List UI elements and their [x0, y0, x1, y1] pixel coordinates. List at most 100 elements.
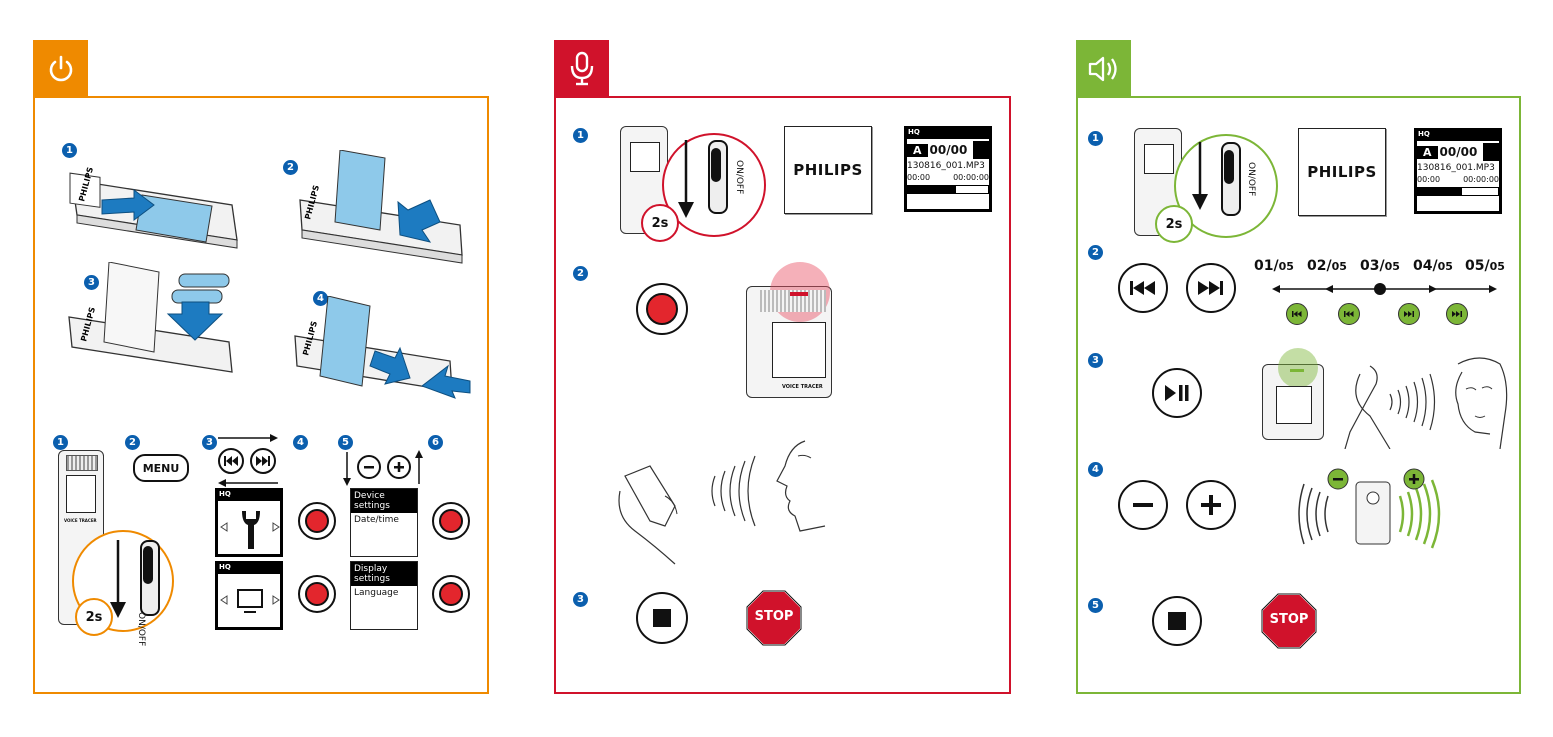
track-timeline — [1272, 283, 1497, 295]
listening-illustration — [1344, 357, 1508, 449]
menu-item-language[interactable]: Language — [354, 588, 399, 598]
next-button[interactable] — [250, 448, 276, 474]
device-screen — [66, 475, 96, 513]
previous-track-indicator — [1286, 303, 1308, 325]
progress-bar — [907, 185, 989, 194]
minus-icon — [364, 466, 374, 469]
step-badge: 4 — [313, 291, 328, 306]
play-pause-button[interactable] — [1152, 368, 1202, 418]
stop-sign-label: STOP — [1269, 612, 1309, 627]
step-badge: 3 — [202, 435, 217, 450]
on-off-label: ON/OFF — [734, 160, 744, 195]
previous-track-indicator — [1338, 303, 1360, 325]
folder-indicator: A — [1417, 145, 1438, 159]
stop-sign-icon — [1261, 593, 1317, 649]
device-label: VOICE TRACER — [64, 518, 97, 523]
previous-button[interactable] — [218, 448, 244, 474]
next-icon — [1452, 311, 1462, 317]
file-count: 00/00 — [929, 143, 968, 157]
plus-button[interactable] — [387, 455, 411, 479]
stop-sign-icon — [746, 590, 802, 646]
file-count: 00/00 — [1439, 145, 1478, 159]
record-dot — [439, 509, 463, 533]
close-battery-cover-illustration: PHILIPS — [294, 296, 471, 399]
settings-screen: HQ — [215, 488, 283, 557]
device-settings-menu: Device settings Date/time — [350, 488, 418, 557]
record-button[interactable] — [636, 283, 688, 335]
track-label: 04/05 — [1413, 258, 1453, 274]
menu-item-display-settings[interactable]: Display settings — [351, 562, 417, 586]
monitor-icon — [220, 589, 280, 613]
track-label: 03/05 — [1360, 258, 1400, 274]
recorder-display: HQ A 00/00 130816_001.MP3 00:00 00:00:00 — [904, 126, 992, 212]
file-name: 130816_001.MP3 — [1417, 163, 1495, 173]
stop-square-icon — [653, 609, 671, 627]
plus-icon — [1201, 495, 1221, 515]
screen-content — [218, 574, 280, 627]
minus-icon — [1133, 503, 1153, 507]
hold-time-badge: 2s — [641, 204, 679, 242]
menu-button[interactable]: MENU — [133, 454, 189, 482]
device-screen — [1144, 144, 1174, 174]
play-tab — [1076, 40, 1131, 97]
speaker-icon — [1088, 56, 1117, 81]
display-screen: HQ — [215, 561, 283, 630]
screen-status-bar: HQ — [219, 563, 231, 571]
screen-status-bar: HQ — [219, 490, 231, 498]
on-off-slider-knob — [711, 148, 721, 182]
elapsed-time: 00:00 — [907, 173, 931, 182]
step-badge: 5 — [338, 435, 353, 450]
step-badge: 5 — [1088, 598, 1103, 613]
record-button[interactable] — [298, 502, 336, 540]
step-badge: 3 — [573, 592, 588, 607]
step-badge: 4 — [1088, 462, 1103, 477]
insert-batteries-illustration: PHILIPS — [68, 262, 233, 373]
record-button[interactable] — [432, 502, 470, 540]
plus-icon — [394, 462, 404, 472]
track-label: 01/05 — [1254, 258, 1294, 274]
next-track-indicator — [1398, 303, 1420, 325]
stop-button[interactable] — [1152, 596, 1202, 646]
stop-button[interactable] — [636, 592, 688, 644]
volume-illustration — [1298, 468, 1441, 549]
step-badge: 4 — [293, 435, 308, 450]
record-dot — [439, 582, 463, 606]
step-badge: 1 — [53, 435, 68, 450]
hold-time-badge: 2s — [1155, 205, 1193, 243]
wrench-icon — [220, 511, 280, 549]
slide-down-arrow — [110, 540, 126, 618]
hold-time-badge: 2s — [75, 598, 113, 636]
recording-led — [790, 292, 808, 296]
device-screen — [1276, 386, 1312, 424]
menu-item-device-settings[interactable]: Device settings — [351, 489, 417, 513]
battery-cover-tilt-illustration: PHILIPS — [299, 150, 463, 264]
record-dot — [305, 509, 329, 533]
play-pause-icon — [1165, 385, 1189, 401]
power-icon — [49, 55, 72, 81]
step-badge: 3 — [1088, 353, 1103, 368]
menu-item-date-time[interactable]: Date/time — [354, 515, 399, 525]
on-off-slider-knob — [1224, 150, 1234, 184]
record-tab — [554, 40, 609, 97]
display-status-bar: HQ — [1418, 130, 1498, 140]
device-screen — [630, 142, 660, 172]
record-button[interactable] — [432, 575, 470, 613]
next-track-button[interactable] — [1186, 263, 1236, 313]
volume-up-button[interactable] — [1186, 480, 1236, 530]
previous-track-button[interactable] — [1118, 263, 1168, 313]
slide-down-arrow — [678, 140, 694, 218]
record-button[interactable] — [298, 575, 336, 613]
minus-button[interactable] — [357, 455, 381, 479]
battery-cover-open-illustration: PHILIPS — [69, 166, 238, 249]
adjust-arrows — [343, 450, 423, 486]
track-label: 02/05 — [1307, 258, 1347, 274]
display-status-bar: HQ — [908, 128, 988, 138]
slide-down-arrow — [1192, 142, 1208, 210]
philips-logo-screen: PHILIPS — [784, 126, 872, 214]
device-screen — [772, 322, 826, 378]
volume-down-button[interactable] — [1118, 480, 1168, 530]
previous-icon — [224, 456, 238, 466]
device-speaker — [760, 290, 826, 312]
progress-bar — [1417, 187, 1499, 196]
display-settings-menu: Display settings Language — [350, 561, 418, 630]
